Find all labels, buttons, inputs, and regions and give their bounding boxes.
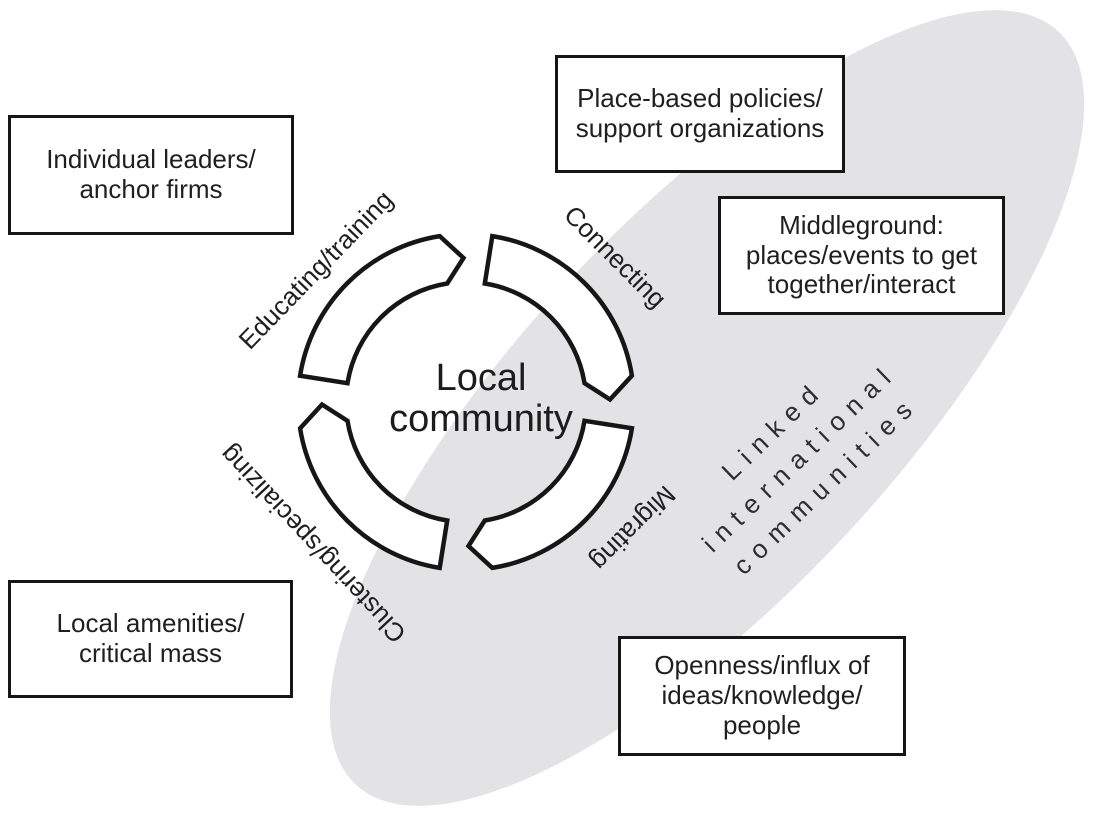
cycle-arc-educating: [297, 233, 467, 386]
cycle-arcs: [297, 233, 635, 571]
box-individual-leaders-line1: Individual leaders/: [46, 144, 256, 175]
box-middleground-line2: places/events to get: [745, 239, 978, 270]
box-individual-leaders-line2: anchor firms: [79, 174, 223, 204]
box-local-amenities: Local amenities/ critical mass: [8, 580, 293, 698]
box-openness-line3: people: [722, 709, 802, 740]
cycle-arc-connecting: [482, 233, 635, 403]
box-middleground-line3: together/interact: [767, 269, 956, 300]
box-openness-line1: Openness/influx of: [654, 650, 870, 681]
box-place-based-policies: Place-based policies/ support organizati…: [555, 55, 845, 173]
box-middleground-line1: Middleground:: [779, 209, 944, 240]
local-community-label: Local community: [389, 356, 573, 440]
box-place-based-line2: support organizations: [575, 113, 825, 143]
cycle-arc-clustering: [297, 401, 450, 571]
local-community-line1: Local: [435, 356, 527, 399]
box-individual-leaders: Individual leaders/ anchor firms: [8, 115, 294, 235]
local-community-line2: community: [389, 398, 573, 440]
box-local-amenities-line1: Local amenities/: [56, 608, 245, 639]
box-openness-line2: ideas/knowledge/: [661, 680, 863, 711]
cycle-arc-migrating: [465, 418, 635, 571]
box-openness: Openness/influx of ideas/knowledge/ peop…: [618, 636, 906, 756]
box-local-amenities-line2: critical mass: [78, 638, 222, 668]
box-place-based-line1: Place-based policies/: [577, 83, 823, 114]
box-middleground: Middleground: places/events to get toget…: [718, 196, 1005, 315]
